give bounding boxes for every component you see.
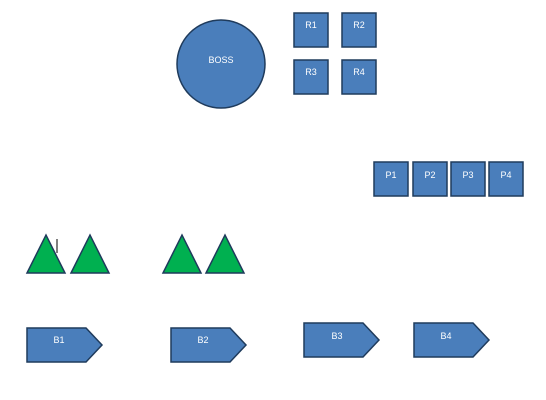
b-pentagon-2[interactable]: B2 <box>170 327 248 363</box>
p-square-label: P1 <box>385 170 396 180</box>
p-square-label: P3 <box>462 170 473 180</box>
boss-label: BOSS <box>208 55 233 65</box>
p-square-1[interactable]: P1 <box>373 161 409 197</box>
r-square-label: R4 <box>353 67 365 77</box>
p-square-2[interactable]: P2 <box>412 161 448 197</box>
b-pentagon-label: B2 <box>197 335 208 345</box>
p-square-4[interactable]: P4 <box>488 161 524 197</box>
b-pentagon-label: B3 <box>331 331 342 341</box>
r-square-1[interactable]: R1 <box>293 12 329 48</box>
triangle-icon[interactable] <box>161 233 203 274</box>
b-pentagon-label: B4 <box>440 331 451 341</box>
r-square-2[interactable]: R2 <box>341 12 377 48</box>
p-square-3[interactable]: P3 <box>450 161 486 197</box>
boss-shape[interactable]: BOSS <box>176 19 266 109</box>
r-square-3[interactable]: R3 <box>293 59 329 95</box>
b-pentagon-1[interactable]: B1 <box>26 327 104 363</box>
r-square-label: R1 <box>305 20 317 30</box>
r-square-4[interactable]: R4 <box>341 59 377 95</box>
b-pentagon-3[interactable]: B3 <box>303 322 381 358</box>
p-square-label: P2 <box>424 170 435 180</box>
r-square-label: R3 <box>305 67 317 77</box>
b-pentagon-label: B1 <box>53 335 64 345</box>
triangle-icon[interactable] <box>204 233 246 274</box>
p-square-label: P4 <box>500 170 511 180</box>
triangle-icon[interactable] <box>25 233 67 274</box>
triangle-icon[interactable] <box>69 233 111 274</box>
b-pentagon-4[interactable]: B4 <box>413 322 491 358</box>
r-square-label: R2 <box>353 20 365 30</box>
